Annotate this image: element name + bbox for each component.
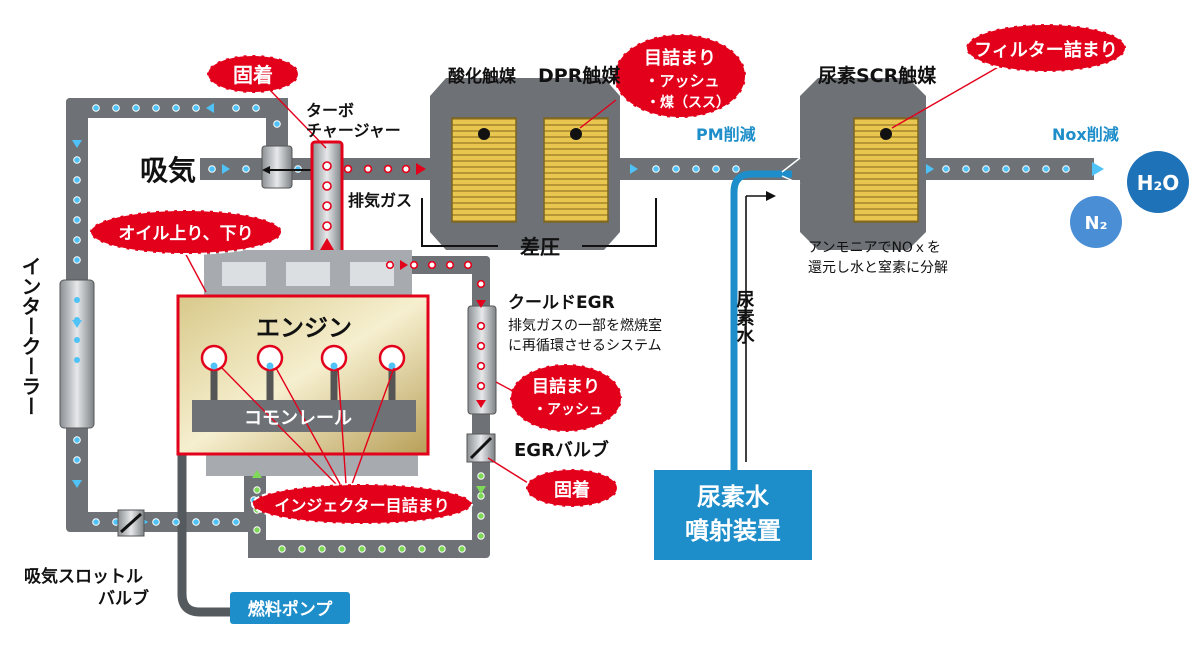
intake-label: 吸気 <box>140 154 196 187</box>
h2o-label: H₂O <box>1137 171 1180 195</box>
oxidation-pointer-dot <box>478 128 490 140</box>
urea-pointer-arrow <box>766 191 776 201</box>
dpr-catalyst-label: DPR触媒 <box>538 64 621 87</box>
badge-egr-clog-title: 目詰まり <box>532 376 600 397</box>
exhaust-flow-dots <box>343 164 411 174</box>
diff-pressure-label: 差圧 <box>520 235 560 259</box>
badge-seize-egr: 固着 <box>525 468 619 508</box>
badge-oil-leak: オイル上り、下り <box>89 209 283 255</box>
n2-label: N₂ <box>1085 213 1108 234</box>
cooled-egr-label: クールドEGR <box>508 293 615 313</box>
scr-pointer-dot <box>880 128 892 140</box>
urea-water-label: 尿素水 <box>734 290 755 344</box>
nox-reduction-label: Nox削減 <box>1052 125 1119 144</box>
badge-egr-clog-item1: ・アッシュ <box>533 402 603 418</box>
engine-label: エンジン <box>256 314 352 342</box>
intake-valve-body <box>261 145 293 189</box>
badge-injector-clog-text: インジェクター目詰まり <box>274 496 449 515</box>
common-rail <box>192 400 416 432</box>
badge-dpr-clog-item2: ・煤（スス） <box>646 94 730 111</box>
common-rail-label: コモンレール <box>244 408 352 429</box>
intercooler-label: インタークーラー <box>18 256 42 416</box>
shaft-arrow-left <box>262 166 270 174</box>
throttle-flap <box>119 512 143 534</box>
engine-port1 <box>222 262 266 286</box>
exhaust-arrow <box>416 163 426 175</box>
egr-arrow2 <box>476 300 486 308</box>
egr-arrow3 <box>476 400 486 408</box>
egr-red-dots <box>385 260 486 391</box>
urea-injector-box <box>654 470 812 560</box>
egr-green-dots <box>253 472 485 553</box>
badge-filter-clog: フィルター詰まり <box>965 23 1127 73</box>
spray-line1 <box>781 157 801 173</box>
urea-line <box>730 170 792 472</box>
throttle-label-line1: 吸気スロットル <box>24 566 143 587</box>
green-arrow1 <box>476 486 486 494</box>
intercooler-arrow <box>72 320 82 328</box>
dpr-pointer-dot <box>570 128 582 140</box>
turbo-exhaust-dots <box>322 161 332 231</box>
diff-pressure-bracket <box>421 198 657 247</box>
fuel-pump-box <box>230 592 350 624</box>
n2-circle <box>1070 196 1122 248</box>
scr-note-line1: アンモニアでNOｘを <box>808 240 941 256</box>
injectors <box>200 344 406 406</box>
exhaust-gas-label: 排気ガス <box>348 191 412 210</box>
egr-valve-flap <box>469 436 493 460</box>
h2o-circle <box>1127 151 1189 213</box>
urea-injector-label1: 尿素水 <box>697 483 770 511</box>
turbo-arrow <box>320 238 334 250</box>
egr-desc-line2: に再循環させるシステム <box>508 338 662 354</box>
engine-port2 <box>286 262 330 286</box>
egr-desc-line1: 排気ガスの一部を燃焼室 <box>508 317 662 334</box>
spray-line2 <box>781 175 801 185</box>
urea-injector-label2: 噴射装置 <box>685 517 781 545</box>
scr-catalyst-label: 尿素SCR触媒 <box>818 64 937 87</box>
throttle-label-line2: バルブ <box>98 588 149 609</box>
badge-filter-clog-text: フィルター詰まり <box>974 39 1118 61</box>
dpr-catalyst <box>543 117 609 223</box>
badge-seize-egr-text: 固着 <box>554 479 590 501</box>
egr-valve-label: EGRバルブ <box>514 439 609 461</box>
badge-injector-clog: インジェクター目詰まり <box>251 483 473 525</box>
badge-seize-turbo-text: 固着 <box>233 63 273 87</box>
badge-dpr-clog-title: 目詰まり <box>644 47 716 69</box>
badge-seize-turbo: 固着 <box>206 54 300 94</box>
badge-oil-leak-text: オイル上り、下り <box>118 224 253 244</box>
fuel-pump-label: 燃料ポンプ <box>248 599 333 620</box>
intake-flow-arrows <box>72 103 1104 527</box>
turbo-label-line1: ターボ <box>306 101 354 120</box>
badge-egr-clog: 目詰まり ・アッシュ <box>509 363 623 433</box>
injector-pointer-lines <box>221 367 395 485</box>
intercooler <box>59 279 95 429</box>
intercooler-dots <box>74 297 80 363</box>
scr-note-line2: 還元し水と窒素に分解 <box>808 259 948 276</box>
green-arrow2 <box>252 470 262 478</box>
egr-arrow1 <box>400 260 408 270</box>
pm-reduction-label: PM削減 <box>696 125 756 144</box>
oxidation-catalyst-label: 酸化触媒 <box>448 66 517 87</box>
turbo-label-line2: チャージャー <box>306 121 401 140</box>
badge-dpr-clog-item1: ・アッシュ <box>644 72 719 90</box>
badge-dpr-clog: 目詰まり ・アッシュ ・煤（スス） <box>613 33 747 119</box>
